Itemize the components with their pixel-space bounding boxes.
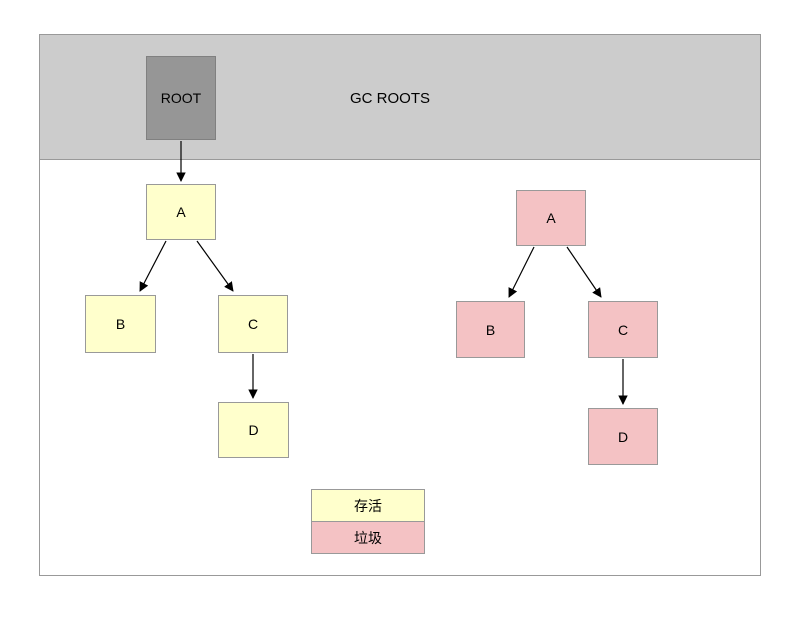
root-node: ROOT [146, 56, 216, 140]
live-node-c-label: C [247, 316, 259, 332]
live-node-c: C [218, 295, 288, 353]
legend-live-label: 存活 [354, 497, 382, 514]
garbage-node-a: A [516, 190, 586, 246]
live-node-d: D [218, 402, 289, 458]
garbage-node-d-label: D [617, 428, 629, 445]
garbage-node-c: C [588, 301, 658, 358]
legend-live-row: 存活 [312, 490, 424, 521]
garbage-node-b-label: B [485, 321, 496, 338]
legend: 存活 垃圾 [311, 489, 425, 554]
root-node-label: ROOT [160, 90, 202, 106]
legend-garbage-row: 垃圾 [312, 521, 424, 553]
live-node-d-label: D [248, 422, 259, 438]
garbage-node-a-label: A [546, 210, 556, 226]
live-node-a-label: A [176, 204, 186, 220]
garbage-node-d: D [588, 408, 658, 465]
live-node-a: A [146, 184, 216, 240]
garbage-node-b: B [456, 301, 525, 358]
live-node-b: B [85, 295, 156, 353]
live-node-b-label: B [115, 316, 126, 332]
garbage-node-c-label: C [617, 321, 629, 338]
legend-garbage-label: 垃圾 [354, 529, 382, 546]
gc-roots-title: GC ROOTS [349, 90, 430, 107]
